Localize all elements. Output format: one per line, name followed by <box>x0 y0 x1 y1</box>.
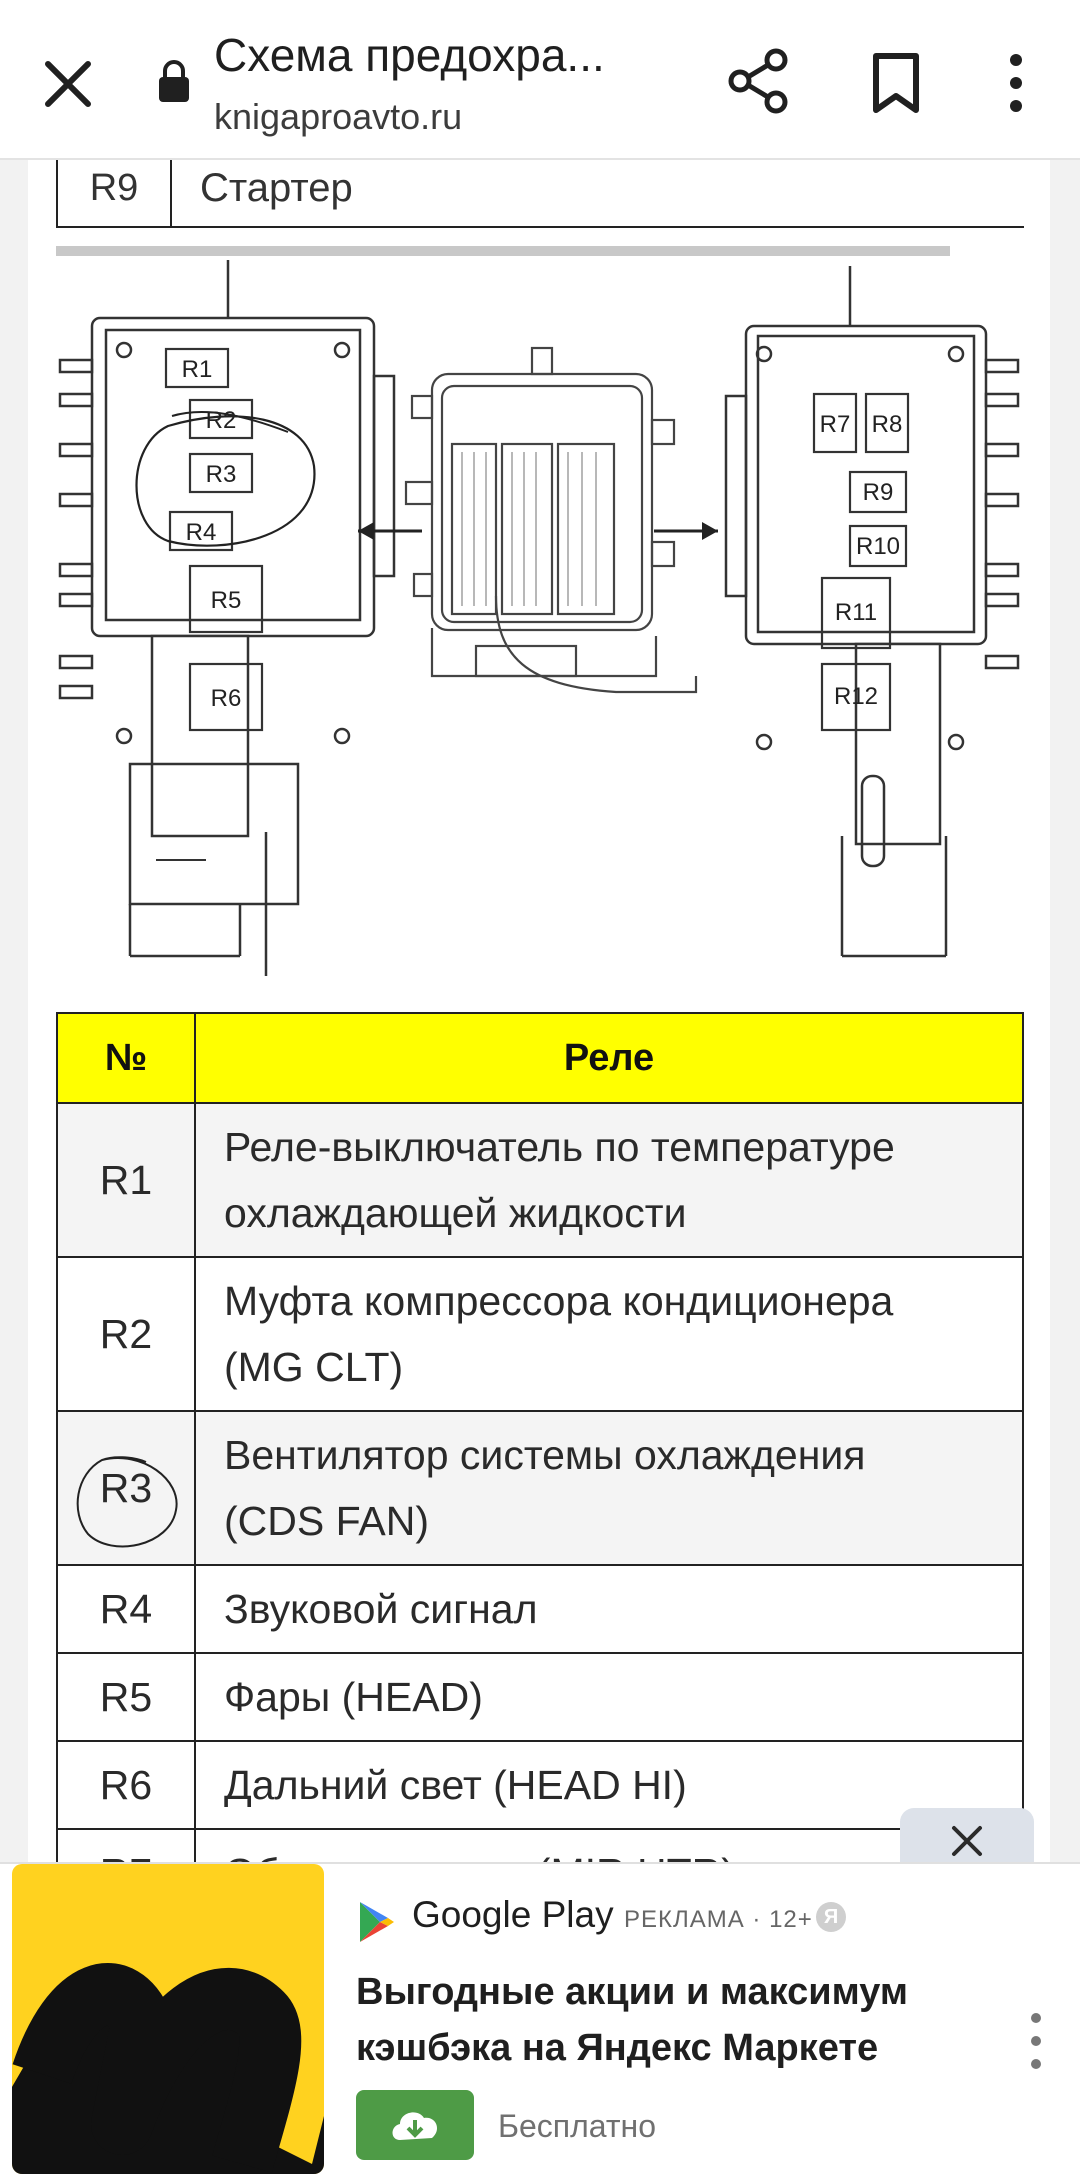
relay-number: R6 <box>56 1740 196 1830</box>
close-icon[interactable] <box>38 54 98 114</box>
relay-description: Дальний свет (HEAD HI) <box>194 1740 1024 1830</box>
relay-table: № Реле R1 Реле-выключатель по температур… <box>56 1012 1024 1918</box>
more-vert-icon[interactable] <box>1030 2012 1042 2070</box>
column-header-number: № <box>56 1012 196 1104</box>
relay-number-text: R3 <box>99 1464 153 1511</box>
ad-close-button[interactable] <box>900 1808 1034 1872</box>
description-line: Муфта компрессора кондиционера <box>224 1278 894 1324</box>
relay-number: R5 <box>56 1652 196 1742</box>
column-header-relay: Реле <box>194 1012 1024 1104</box>
relay-description: Муфта компрессора кондиционера (MG CLT) <box>194 1256 1024 1412</box>
diagram-label: R11 <box>835 599 877 626</box>
description-line: Реле-выключатель по температуре <box>224 1124 895 1170</box>
description-line: охлаждающей жидкости <box>224 1190 687 1236</box>
share-icon[interactable] <box>726 48 792 114</box>
diagram-label: R1 <box>182 356 213 383</box>
description-line: Вентилятор системы охлаждения <box>224 1432 866 1478</box>
relay-description: Вентилятор системы охлаждения (CDS FAN) <box>194 1410 1024 1566</box>
page-title: Схема предохра... <box>214 29 605 81</box>
table-row: R6 Дальний свет (HEAD HI) <box>56 1740 1024 1830</box>
diagram-label: R4 <box>186 519 217 546</box>
diagram-label: R2 <box>206 407 237 434</box>
cloud-download-icon <box>392 2112 438 2140</box>
ad-banner[interactable]: Google Play РЕКЛАМА · 12+ Я Выгодные акц… <box>0 1862 1080 2178</box>
relay-number: R1 <box>56 1102 196 1258</box>
ad-label: РЕКЛАМА · 12+ <box>624 1906 813 1933</box>
table-header-row: № Реле <box>56 1012 1024 1104</box>
relay-number: R2 <box>56 1256 196 1412</box>
relay-description: Реле-выключатель по температуре охлаждаю… <box>194 1102 1024 1258</box>
yandex-badge-icon: Я <box>816 1902 846 1932</box>
diagram-label: R9 <box>863 479 894 506</box>
description-line: (MG CLT) <box>224 1344 404 1390</box>
diagram-label: R5 <box>211 587 242 614</box>
relay-number: R9 <box>58 160 172 226</box>
relay-description: Звуковой сигнал <box>194 1564 1024 1654</box>
diagram-label: R10 <box>856 533 900 560</box>
description-line: (CDS FAN) <box>224 1498 429 1544</box>
page-url: knigaproavto.ru <box>214 96 463 137</box>
ad-headline[interactable]: Выгодные акции и максимум кэшбэка на Янд… <box>356 1964 996 2076</box>
headline-line: кэшбэка на Яндекс Маркете <box>356 2027 879 2069</box>
table-row: R3 Вентилятор системы охлаждения (CDS FA… <box>56 1410 1024 1566</box>
google-play-icon <box>360 1902 394 1942</box>
store-name: Google Play <box>412 1894 614 1935</box>
headline-line: Выгодные акции и максимум <box>356 1971 908 2013</box>
bookmark-icon[interactable] <box>868 52 924 114</box>
relay-number: R4 <box>56 1564 196 1654</box>
relay-label: Стартер <box>200 166 353 210</box>
diagram-label: R6 <box>211 685 242 712</box>
table-row: R4 Звуковой сигнал <box>56 1564 1024 1654</box>
table-row: R2 Муфта компрессора кондиционера (MG CL… <box>56 1256 1024 1412</box>
relay-box-diagram: R1 R2 R3 R4 R5 R6 <box>58 260 1020 976</box>
diagram-label: R12 <box>834 683 878 710</box>
table-row: R1 Реле-выключатель по температуре охлаж… <box>56 1102 1024 1258</box>
more-vert-icon[interactable] <box>1000 52 1032 114</box>
yandex-market-logo <box>12 1864 324 2174</box>
divider <box>56 246 950 256</box>
close-icon <box>952 1826 982 1856</box>
diagram-label: R7 <box>820 411 851 438</box>
lock-icon <box>159 60 189 102</box>
relay-description: Фары (HEAD) <box>194 1652 1024 1742</box>
browser-toolbar: Схема предохра... knigaproavto.ru <box>0 0 1080 160</box>
hand-drawn-circle <box>76 1456 178 1548</box>
diagram-label: R8 <box>872 411 903 438</box>
diagram-label: R3 <box>206 461 237 488</box>
relay-number: R3 <box>56 1410 196 1566</box>
table-row: R9 Стартер <box>56 160 1024 228</box>
table-row: R5 Фары (HEAD) <box>56 1652 1024 1742</box>
price-label: Бесплатно <box>498 2108 657 2144</box>
install-button[interactable] <box>356 2090 474 2160</box>
